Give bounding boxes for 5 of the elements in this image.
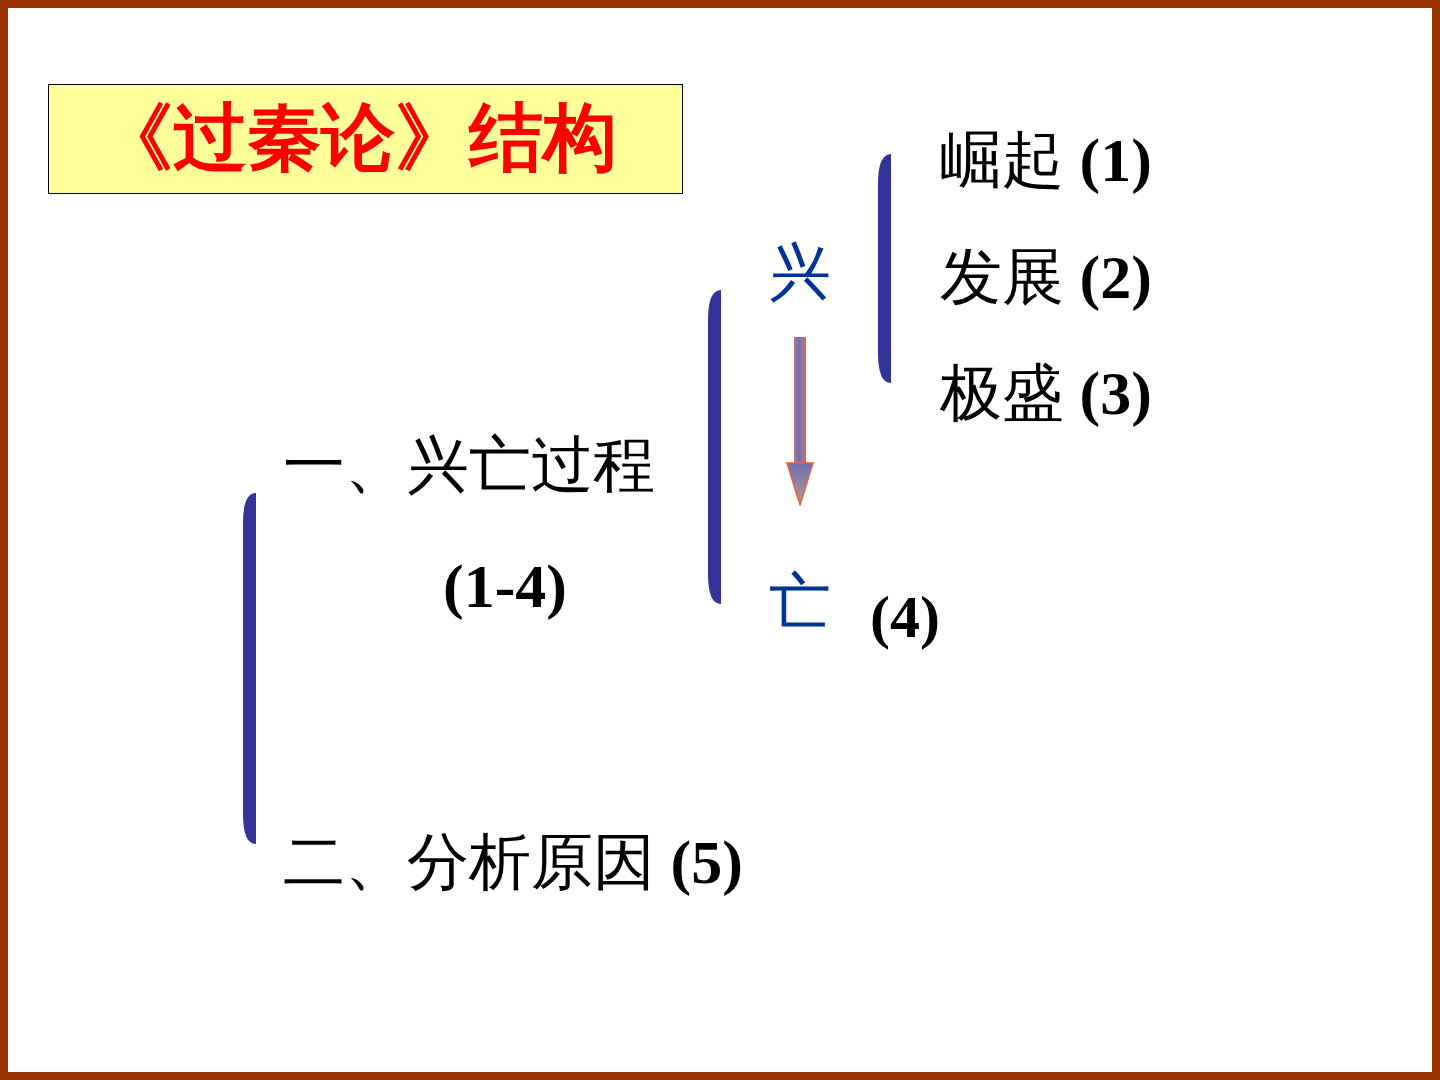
arrow <box>786 337 814 506</box>
section-heading: 一、兴亡过程 <box>283 434 655 496</box>
node-label: 亡 <box>769 571 831 633</box>
node-label: 兴 <box>769 241 831 303</box>
title-box: 《过秦论》结构 <box>48 84 683 194</box>
